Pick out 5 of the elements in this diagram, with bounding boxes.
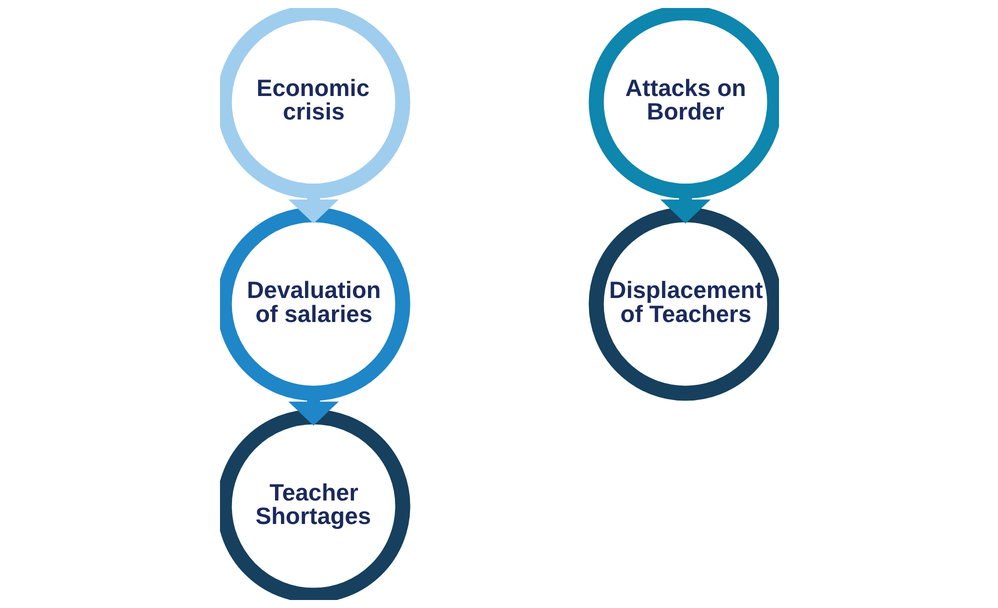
node-circle: Attacks on Border bbox=[588, 8, 778, 199]
node-circle: Displacement of Teachers bbox=[588, 207, 778, 401]
node-circle: Teacher Shortages bbox=[220, 409, 410, 600]
node-circle: Devaluation of salaries bbox=[220, 207, 410, 401]
node-circle: Economic crisis bbox=[220, 8, 410, 199]
